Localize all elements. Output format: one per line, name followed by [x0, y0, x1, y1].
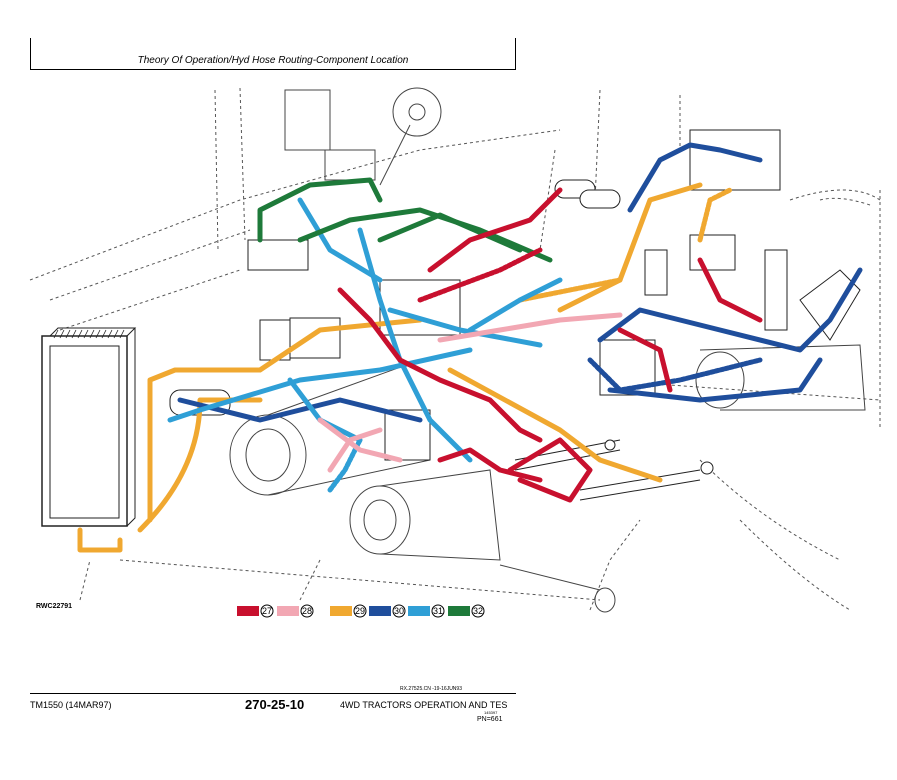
footer-sequence: 145397	[484, 710, 498, 715]
legend-item-30: 30	[369, 604, 406, 618]
legend-number: 27	[262, 606, 272, 616]
header-box: Theory Of Operation/Hyd Hose Routing-Com…	[30, 38, 516, 70]
legend-item-32: 32	[448, 604, 485, 618]
legend-swatch	[369, 606, 391, 616]
legend-swatch	[277, 606, 299, 616]
components	[169, 129, 861, 501]
legend-item-31: 31	[408, 604, 445, 618]
legend-swatch	[330, 606, 352, 616]
legend-swatch	[408, 606, 430, 616]
footer-description: 4WD TRACTORS OPERATION AND TES	[340, 700, 508, 710]
page-title: Theory Of Operation/Hyd Hose Routing-Com…	[137, 55, 409, 66]
footer-rule	[30, 693, 516, 694]
legend-number: 31	[433, 606, 443, 616]
legend-swatch	[237, 606, 259, 616]
footer-manual-id: TM1550 (14MAR97)	[30, 700, 112, 710]
legend-number: 29	[355, 606, 365, 616]
figure-id: RWC22791	[36, 603, 73, 610]
oil-cooler	[41, 327, 137, 527]
legend-item-27: 27	[237, 604, 274, 618]
tractor-outline	[29, 87, 881, 611]
footer-page-number: 270-25-10	[245, 697, 305, 712]
legend-number: 32	[473, 606, 483, 616]
legend-item-29: 29	[330, 604, 367, 618]
hose-routing	[77, 142, 863, 553]
hose-color-legend: 27 28 29 30 31 32	[237, 604, 485, 618]
drivetrain-outline	[229, 87, 866, 613]
legend-item-28: 28	[277, 604, 314, 618]
legend-number: 30	[394, 606, 404, 616]
footer-code: RX.27525.CN -19-16JUN93	[400, 686, 462, 692]
legend-swatch	[448, 606, 470, 616]
footer-pn: PN=661	[477, 716, 503, 723]
legend-number: 28	[302, 606, 312, 616]
